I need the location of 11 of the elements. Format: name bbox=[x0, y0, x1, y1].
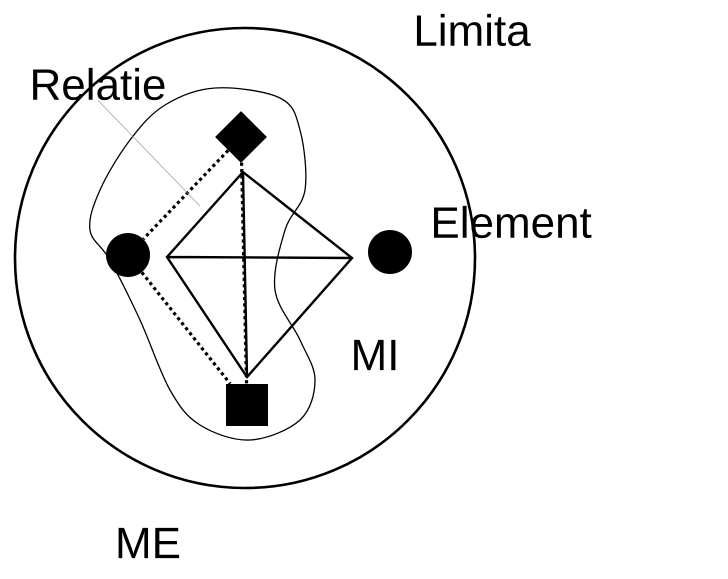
leader-line bbox=[98, 100, 200, 206]
diamond-marker bbox=[215, 111, 267, 163]
dotted-line bbox=[240, 162, 248, 384]
dotted-line bbox=[142, 149, 230, 240]
region-label: Limita bbox=[416, 14, 531, 46]
square-marker bbox=[226, 384, 268, 426]
region-label: MI bbox=[354, 340, 396, 370]
dotted-line bbox=[140, 271, 232, 385]
region-label: ME bbox=[118, 528, 180, 558]
dot-marker bbox=[106, 233, 150, 277]
dot-marker bbox=[368, 230, 412, 274]
